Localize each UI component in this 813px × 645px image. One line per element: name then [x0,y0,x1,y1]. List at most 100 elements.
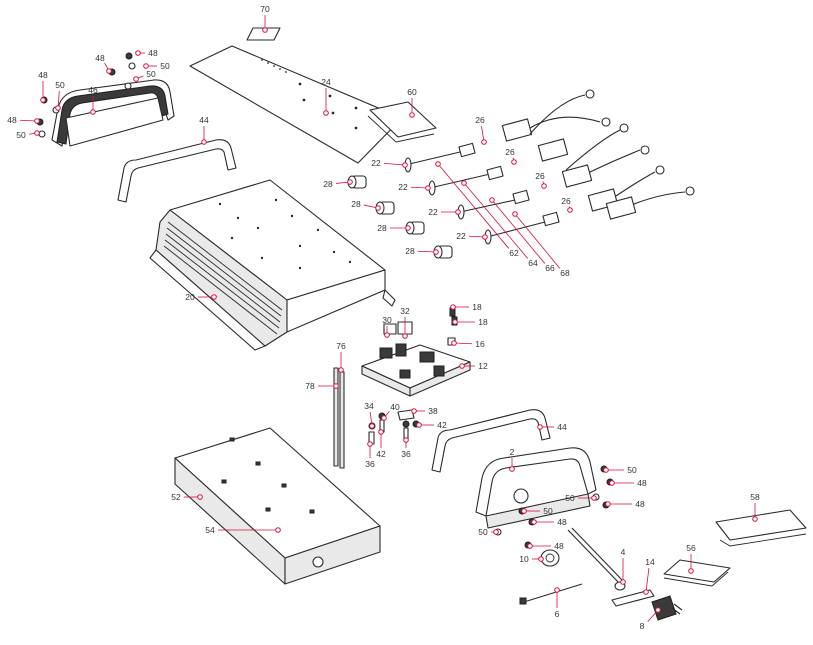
callout-number: 28 [405,246,415,256]
callout-number: 68 [560,268,570,278]
callout-number: 44 [557,422,567,432]
callout-number: 36 [401,449,411,459]
callout-number: 36 [365,459,375,469]
callout-number: 50 [160,61,170,71]
callout-c70: 70 [260,4,270,33]
callout-c40: 40 [381,402,400,421]
callout-marker [655,607,661,613]
callout-c24: 24 [321,77,331,116]
callout-marker [554,587,560,593]
callout-number: 28 [351,199,361,209]
callout-c2: 2 [509,447,515,472]
callout-number: 6 [555,609,560,619]
part-14-strain-relief [611,589,655,607]
callout-c50f: 50 [565,493,597,503]
callout-leader-line [491,199,546,264]
callout-c42a: 42 [376,429,386,459]
callout-marker [90,109,96,115]
callout-marker [452,319,458,325]
callout-number: 42 [437,420,447,430]
callout-number: 18 [472,302,482,312]
callout-c48f: 48 [605,499,645,509]
part-44-bracket-lower [431,409,551,473]
callout-leader-line [57,90,60,109]
callout-leader-line [383,163,406,166]
callout-marker [55,105,61,111]
callout-number: 40 [390,402,400,412]
callout-number: 50 [55,80,65,90]
callout-marker [403,437,409,443]
callout-marker [752,516,758,522]
callout-marker [620,579,626,585]
callout-c28c: 28 [377,223,411,233]
callout-c76: 76 [336,341,346,373]
part-20-housing [149,179,396,351]
callout-number: 48 [635,499,645,509]
callout-c48d: 48 [7,115,40,125]
callout-number: 22 [371,158,381,168]
hardware-48-50-left [36,52,136,138]
callout-number: 48 [557,517,567,527]
callout-number: 22 [428,207,438,217]
callout-number: 50 [16,130,26,140]
callout-number: 28 [377,223,387,233]
callout-marker [527,543,533,549]
part-26-cable-connectors [458,89,695,227]
callout-marker [451,340,457,346]
callout-number: 48 [7,115,17,125]
callout-marker [688,568,694,574]
part-12-circuit-board [361,343,471,397]
part-44-bracket-upper [117,139,237,203]
callout-number: 78 [305,381,315,391]
callout-marker [201,139,207,145]
callout-c22c: 22 [428,207,461,217]
callout-leader-line [410,186,429,189]
callout-c56: 56 [686,543,696,574]
callout-marker [459,363,465,369]
callout-c22b: 22 [398,182,431,192]
callout-marker [409,112,415,118]
callout-c8: 8 [640,607,661,631]
callout-marker [435,161,441,167]
callout-marker [538,556,544,562]
callout-number: 48 [148,48,158,58]
callout-c48a: 48 [135,48,158,58]
part-18-16-30-32-small-parts [383,307,458,346]
callout-marker [603,467,609,473]
callout-number: 44 [199,115,209,125]
callout-marker [262,27,268,33]
callout-number: 50 [543,506,553,516]
callout-marker [521,508,527,514]
callout-number: 22 [456,231,466,241]
callout-c14: 14 [643,557,655,595]
callout-marker [135,50,141,56]
callout-leader-line [19,119,38,122]
callout-number: 24 [321,77,331,87]
callout-marker [34,118,40,124]
callout-c48h: 48 [527,541,564,551]
callout-marker [433,249,439,255]
callout-number: 50 [478,527,488,537]
callout-marker [106,68,112,74]
callout-number: 20 [185,292,195,302]
part-56-card [663,559,731,587]
callout-number: 34 [364,401,374,411]
callout-c48b: 48 [95,53,112,74]
callout-leader-line [453,342,473,345]
callout-number: 14 [645,557,655,567]
callout-marker [405,225,411,231]
callout-c30: 30 [382,315,392,338]
callout-c4: 4 [620,547,626,585]
callout-marker [605,501,611,507]
part-28-bushings [347,175,453,259]
callout-c22d: 22 [456,231,488,241]
callout-number: 12 [478,361,488,371]
callout-c16: 16 [451,339,485,349]
callout-c50d: 50 [16,130,40,140]
callout-c66: 66 [489,197,555,273]
callout-c26a: 26 [475,115,487,145]
callout-number: 30 [382,315,392,325]
callout-number: 64 [528,258,538,268]
